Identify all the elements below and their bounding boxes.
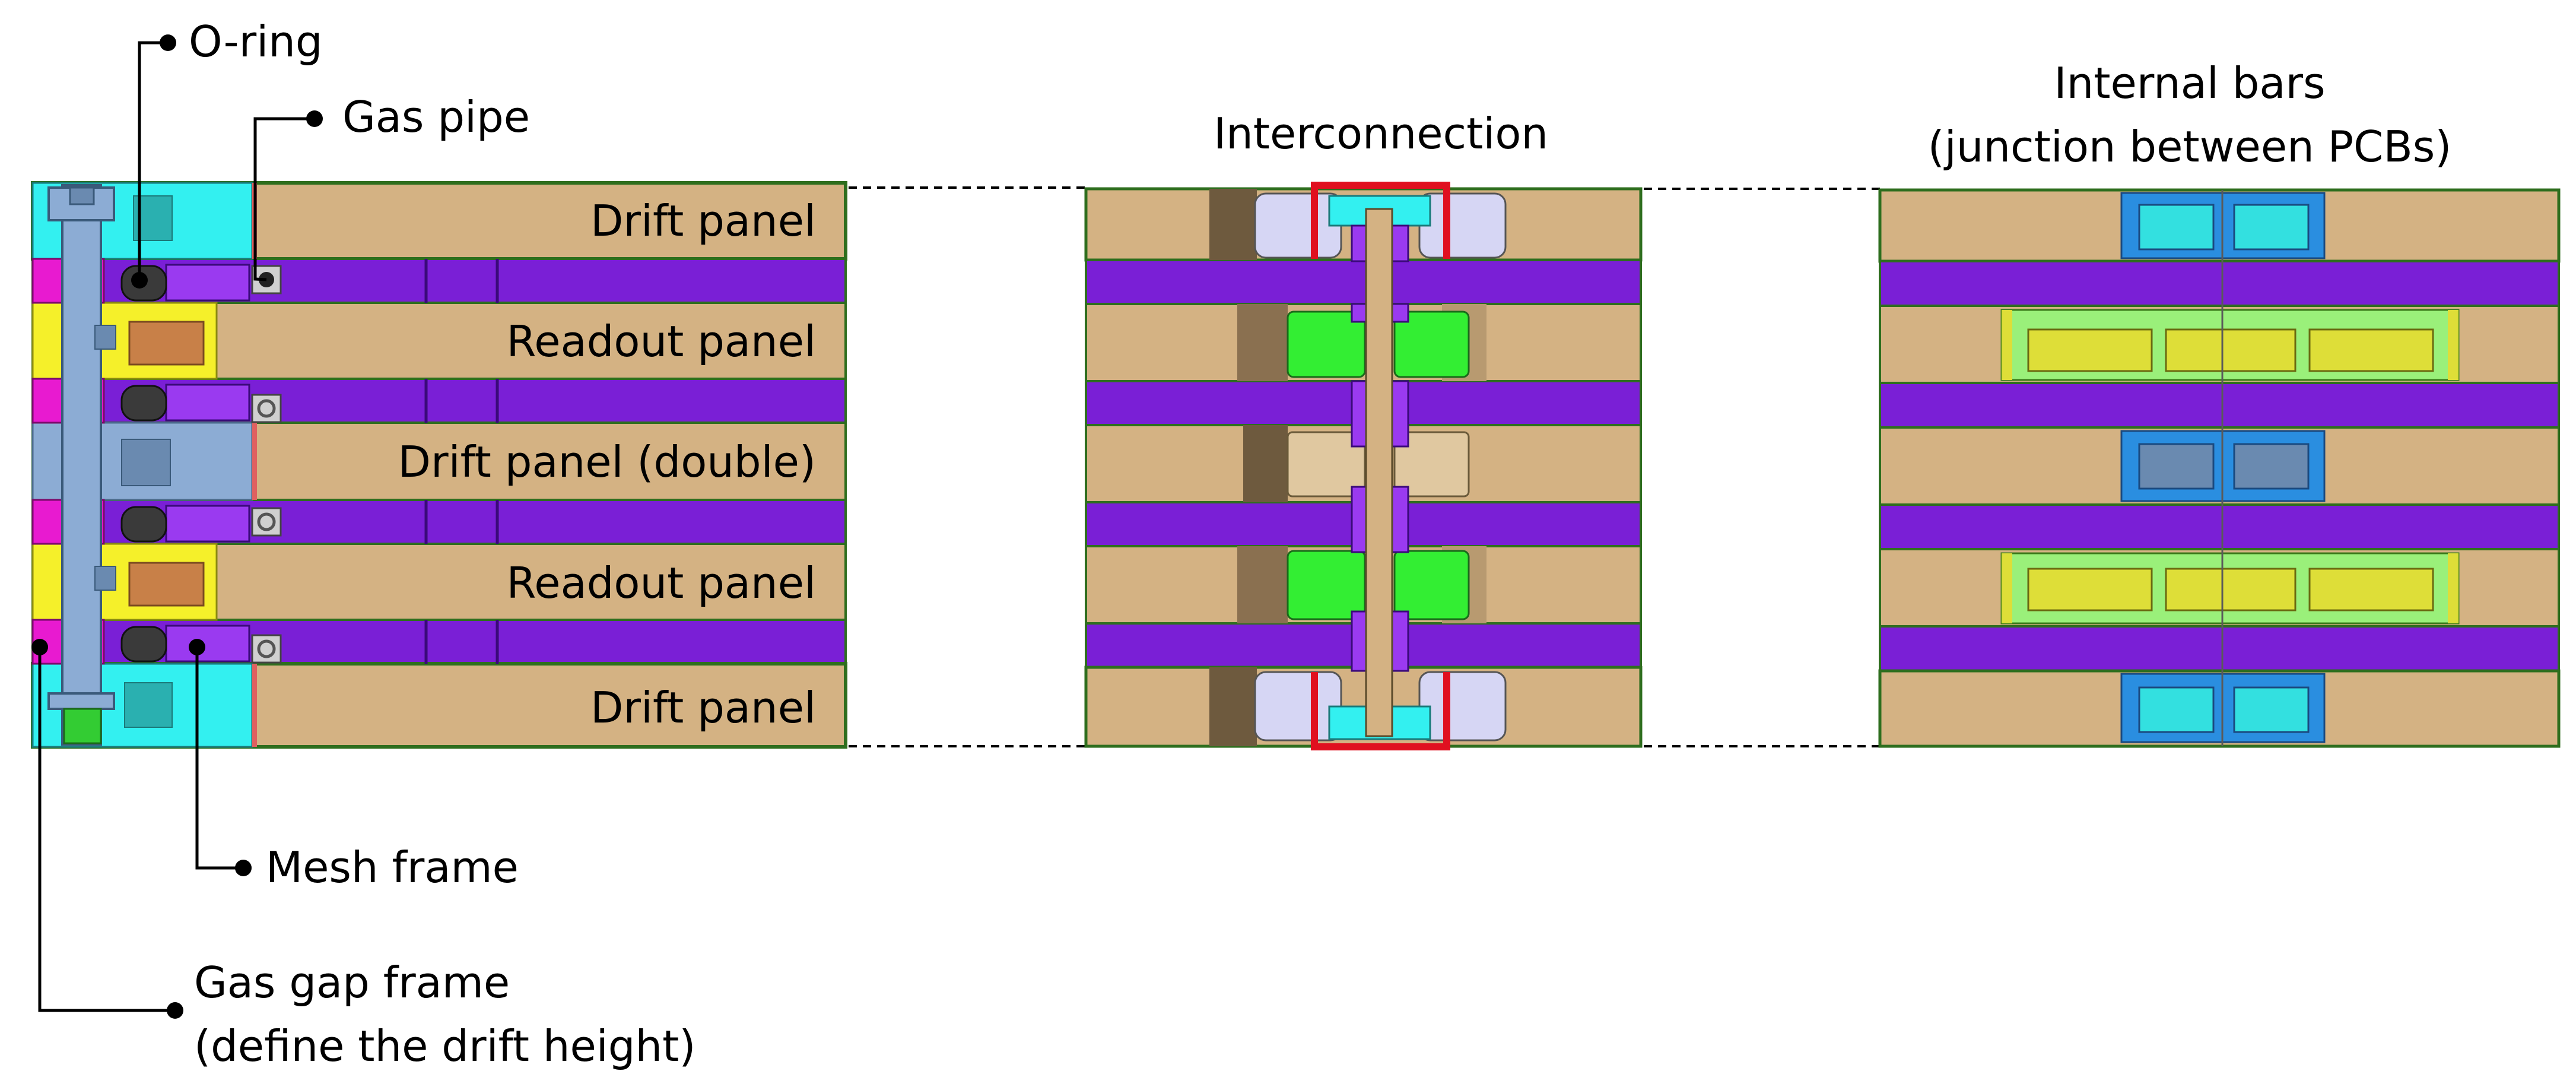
gas-pipe-label: Gas pipe bbox=[342, 92, 530, 142]
gas-gap-frame-label: (define the drift height) bbox=[194, 1021, 695, 1071]
internal-bars-subtitle: (junction between PCBs) bbox=[1928, 122, 2452, 172]
green-blocks bbox=[1287, 310, 1470, 620]
panel-label: Readout panel bbox=[507, 558, 816, 608]
mesh-frames bbox=[165, 264, 250, 663]
interconnection-section: Interconnection bbox=[1084, 109, 1643, 750]
callouts bbox=[38, 41, 315, 1012]
lime-internal-bars bbox=[2000, 309, 2460, 625]
through-bolt bbox=[47, 184, 116, 746]
internal-bars-section: Internal bars (junction between PCBs) bbox=[1878, 58, 2561, 748]
lavender-blocks bbox=[1254, 192, 1507, 742]
panel-label: Drift panel (double) bbox=[398, 437, 816, 487]
red-end-caps bbox=[1311, 182, 1450, 750]
panel-label: Drift panel bbox=[590, 196, 816, 246]
gas-gap-frame-label: Gas gap frame bbox=[194, 958, 510, 1007]
gas-pipes bbox=[251, 265, 282, 664]
interconnection-pin bbox=[1365, 208, 1393, 737]
internal-bars-title: Internal bars bbox=[2054, 58, 2325, 108]
mesh-frame-label: Mesh frame bbox=[266, 842, 519, 892]
panel-label: Readout panel bbox=[507, 316, 816, 366]
dashed-connectors bbox=[849, 186, 1880, 747]
interconnection-title: Interconnection bbox=[1214, 109, 1548, 159]
o-ring-label: O-ring bbox=[189, 17, 323, 66]
left-stack-section: Drift panel Readout panel Drift panel (d… bbox=[31, 181, 847, 749]
panel-label: Drift panel bbox=[590, 683, 816, 733]
